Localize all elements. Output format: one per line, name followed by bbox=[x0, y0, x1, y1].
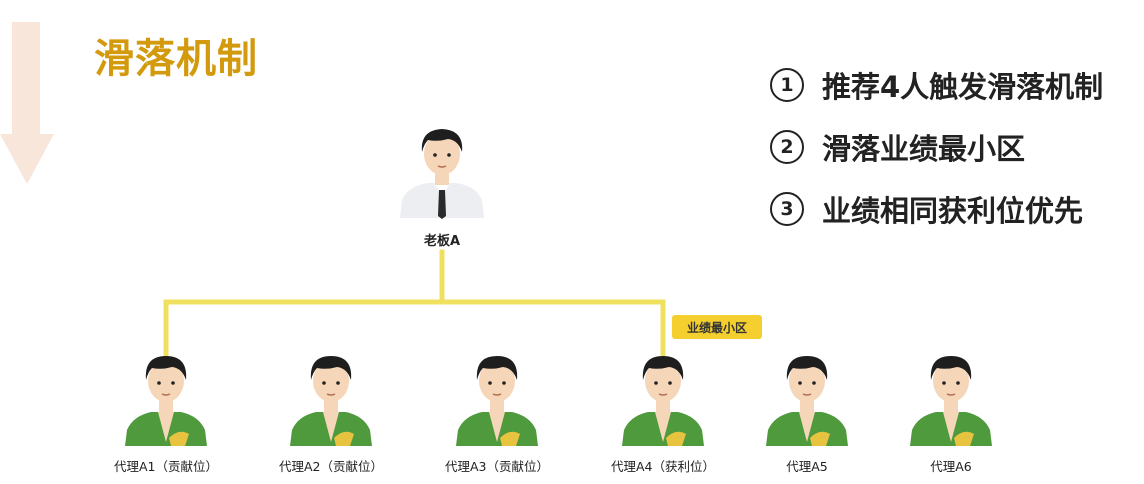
agent-avatar bbox=[456, 350, 538, 448]
rule-item: 3 业绩相同获利位优先 bbox=[770, 178, 1140, 240]
boss-label: 老板A bbox=[423, 234, 461, 249]
rule-number: 2 bbox=[770, 130, 804, 164]
page-title: 滑落机制 bbox=[94, 36, 258, 82]
agent-label: 代理A3（贡献位） bbox=[444, 459, 549, 474]
min-zone-badge: 业绩最小区 bbox=[672, 315, 762, 339]
rules-list: 1 推荐4人触发滑落机制 2 滑落业绩最小区 3 业绩相同获利位优先 bbox=[770, 54, 1140, 240]
agent-avatar bbox=[290, 350, 372, 448]
agent-label: 代理A5 bbox=[786, 459, 828, 474]
rule-number: 3 bbox=[770, 192, 804, 226]
rule-text: 业绩相同获利位优先 bbox=[822, 194, 1084, 228]
boss-avatar bbox=[400, 129, 484, 219]
rule-text: 推荐4人触发滑落机制 bbox=[822, 70, 1104, 104]
agent-label: 代理A2（贡献位） bbox=[278, 459, 383, 474]
rule-text: 滑落业绩最小区 bbox=[822, 132, 1026, 166]
agent-label: 代理A6 bbox=[930, 459, 972, 474]
agent-avatar bbox=[622, 350, 704, 448]
agent-label: 代理A4（获利位） bbox=[610, 459, 715, 474]
rule-number: 1 bbox=[770, 68, 804, 102]
agent-avatar bbox=[910, 350, 992, 448]
agent-avatar bbox=[766, 350, 848, 448]
rule-item: 2 滑落业绩最小区 bbox=[770, 116, 1140, 178]
down-arrow-icon bbox=[0, 22, 54, 184]
rule-item: 1 推荐4人触发滑落机制 bbox=[770, 54, 1140, 116]
agent-label: 代理A1（贡献位） bbox=[113, 459, 218, 474]
agent-avatar bbox=[125, 350, 207, 448]
